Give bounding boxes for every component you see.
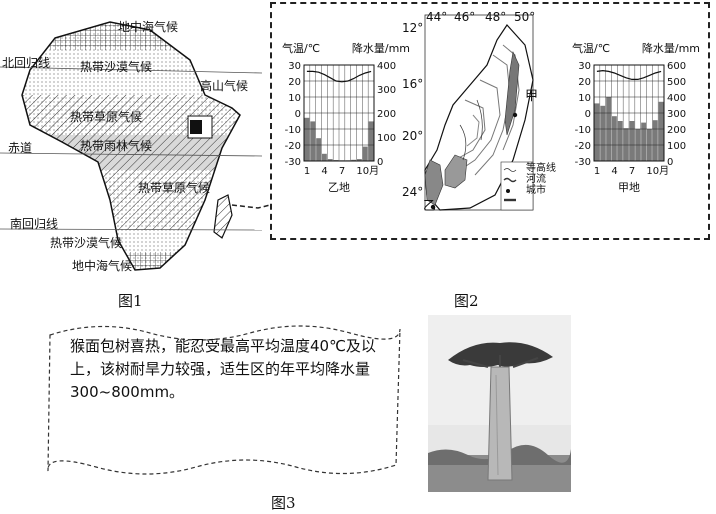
africa-climate-map bbox=[0, 21, 270, 271]
label-mediterranean-south: 地中海气候 bbox=[72, 259, 133, 273]
jia-y2-tick: 0 bbox=[667, 157, 673, 168]
jia-y2-tick: 500 bbox=[667, 77, 686, 88]
baobab-tree-photo bbox=[428, 315, 571, 492]
figure-3-caption: 图3 bbox=[271, 494, 296, 512]
wavy-note-frame bbox=[47, 325, 401, 475]
lat-label-20: 20° bbox=[402, 129, 424, 143]
jia-y-tick: 30 bbox=[578, 61, 591, 72]
yi-y2-tick: 0 bbox=[377, 157, 383, 168]
jia-x-tick: 10月 bbox=[646, 165, 669, 177]
jia-y2-tick: 600 bbox=[667, 61, 686, 72]
lon-label-50: 50° bbox=[514, 10, 536, 24]
jia-precip-bar bbox=[594, 103, 600, 161]
jia-y2-tick: 400 bbox=[667, 93, 686, 104]
label-desert-north: 热带沙漠气候 bbox=[80, 60, 153, 74]
jia-precip-bar bbox=[641, 122, 646, 161]
jia-y-tick: 20 bbox=[578, 77, 591, 88]
yi-precip-bar bbox=[310, 121, 316, 161]
lat-label-12: 12° bbox=[402, 21, 424, 35]
label-mediterranean-north: 地中海气候 bbox=[118, 20, 179, 34]
yi-temp-line bbox=[306, 70, 372, 83]
baobab-description: 猴面包树喜热，能忍受最高平均温度40℃及以上，该树耐旱力较强，适生区的年平均降水… bbox=[70, 337, 376, 401]
jia-y-tick: -30 bbox=[575, 157, 591, 168]
yi-precip-bar bbox=[362, 146, 368, 161]
jia-y2-tick: 100 bbox=[667, 141, 686, 152]
jia-precip-bar bbox=[612, 116, 617, 161]
yi-precip-bar bbox=[322, 153, 327, 161]
yi-title: 乙地 bbox=[328, 181, 350, 194]
map-point-jia: 甲 bbox=[525, 89, 539, 104]
yi-y2-tick: 200 bbox=[377, 109, 396, 120]
yi-x-tick: 4 bbox=[321, 166, 327, 177]
jia-y-tick: 0 bbox=[585, 109, 591, 120]
yi-precip-bar bbox=[327, 159, 333, 161]
yi-precip-bar bbox=[357, 159, 362, 161]
label-savanna-south: 热带草原气候 bbox=[138, 181, 211, 195]
yi-y-tick: -10 bbox=[285, 125, 301, 136]
jia-title: 甲地 bbox=[618, 181, 640, 194]
yi-precip-bar bbox=[316, 138, 321, 161]
jia-y2-tick: 200 bbox=[667, 125, 686, 136]
figure-2-caption: 图2 bbox=[454, 292, 479, 310]
lat-label-24: 24° bbox=[402, 185, 424, 199]
legend-contour: 等高线 bbox=[526, 163, 556, 174]
madagascar-map bbox=[424, 14, 534, 211]
yi-y-tick: 10 bbox=[288, 93, 301, 104]
yi-y-tick: -20 bbox=[285, 141, 301, 152]
yi-y2-tick: 400 bbox=[377, 61, 396, 72]
label-equator: 赤道 bbox=[8, 141, 33, 155]
figure-2-panel bbox=[270, 2, 710, 240]
jia-ylabel: 气温/℃ bbox=[572, 41, 610, 55]
yi-x-tick: 7 bbox=[339, 166, 345, 177]
label-rainforest: 热带雨林气候 bbox=[80, 139, 153, 153]
jia-x-tick: 7 bbox=[629, 166, 635, 177]
yi-y-tick: 30 bbox=[288, 61, 301, 72]
lon-label-44: 44° bbox=[426, 10, 448, 24]
jia-temp-line bbox=[596, 69, 662, 81]
label-tropic-of-capricorn: 南回归线 bbox=[10, 217, 59, 231]
label-desert-south: 热带沙漠气候 bbox=[50, 236, 123, 250]
lon-label-48: 48° bbox=[485, 10, 507, 24]
jia-precip-bar bbox=[629, 121, 635, 161]
jia-precip-bar bbox=[617, 121, 623, 161]
jia-y2label: 降水量/mm bbox=[642, 41, 700, 55]
lon-label-46: 46° bbox=[454, 10, 476, 24]
legend-river: 河流 bbox=[526, 174, 546, 185]
legend-city: 城市 bbox=[526, 185, 546, 196]
jia-y-tick: -20 bbox=[575, 141, 591, 152]
yi-y2-tick: 100 bbox=[377, 133, 396, 144]
yi-y-tick: 20 bbox=[288, 77, 301, 88]
label-savanna-north: 热带草原气候 bbox=[70, 110, 143, 124]
yi-x-tick: 1 bbox=[304, 166, 310, 177]
yi-precip-bar bbox=[304, 117, 310, 161]
yi-x-tick: 10月 bbox=[356, 165, 379, 177]
label-tropic-of-cancer: 北回归线 bbox=[2, 56, 51, 70]
yi-ylabel: 气温/℃ bbox=[282, 41, 320, 55]
map-point-yi: 乙 bbox=[423, 199, 437, 214]
yi-y-tick: -30 bbox=[285, 157, 301, 168]
yi-y-tick: 0 bbox=[295, 109, 301, 120]
jia-precip-bar bbox=[658, 101, 664, 161]
jia-x-tick: 4 bbox=[611, 166, 617, 177]
jia-y2-tick: 300 bbox=[667, 109, 686, 120]
jia-precip-bar bbox=[623, 128, 629, 161]
figure-1-caption: 图1 bbox=[118, 292, 143, 310]
jia-y-tick: 10 bbox=[578, 93, 591, 104]
jia-precip-bar bbox=[652, 120, 658, 161]
lat-label-16: 16° bbox=[402, 77, 424, 91]
jia-precip-bar bbox=[600, 105, 606, 161]
yi-precip-bar bbox=[351, 159, 356, 161]
jia-y-tick: -10 bbox=[575, 125, 591, 136]
label-highland: 高山气候 bbox=[200, 79, 249, 93]
yi-precip-bar bbox=[368, 121, 374, 161]
yi-y2label: 降水量/mm bbox=[352, 41, 410, 55]
jia-x-tick: 1 bbox=[594, 166, 600, 177]
yi-y2-tick: 300 bbox=[377, 85, 396, 96]
